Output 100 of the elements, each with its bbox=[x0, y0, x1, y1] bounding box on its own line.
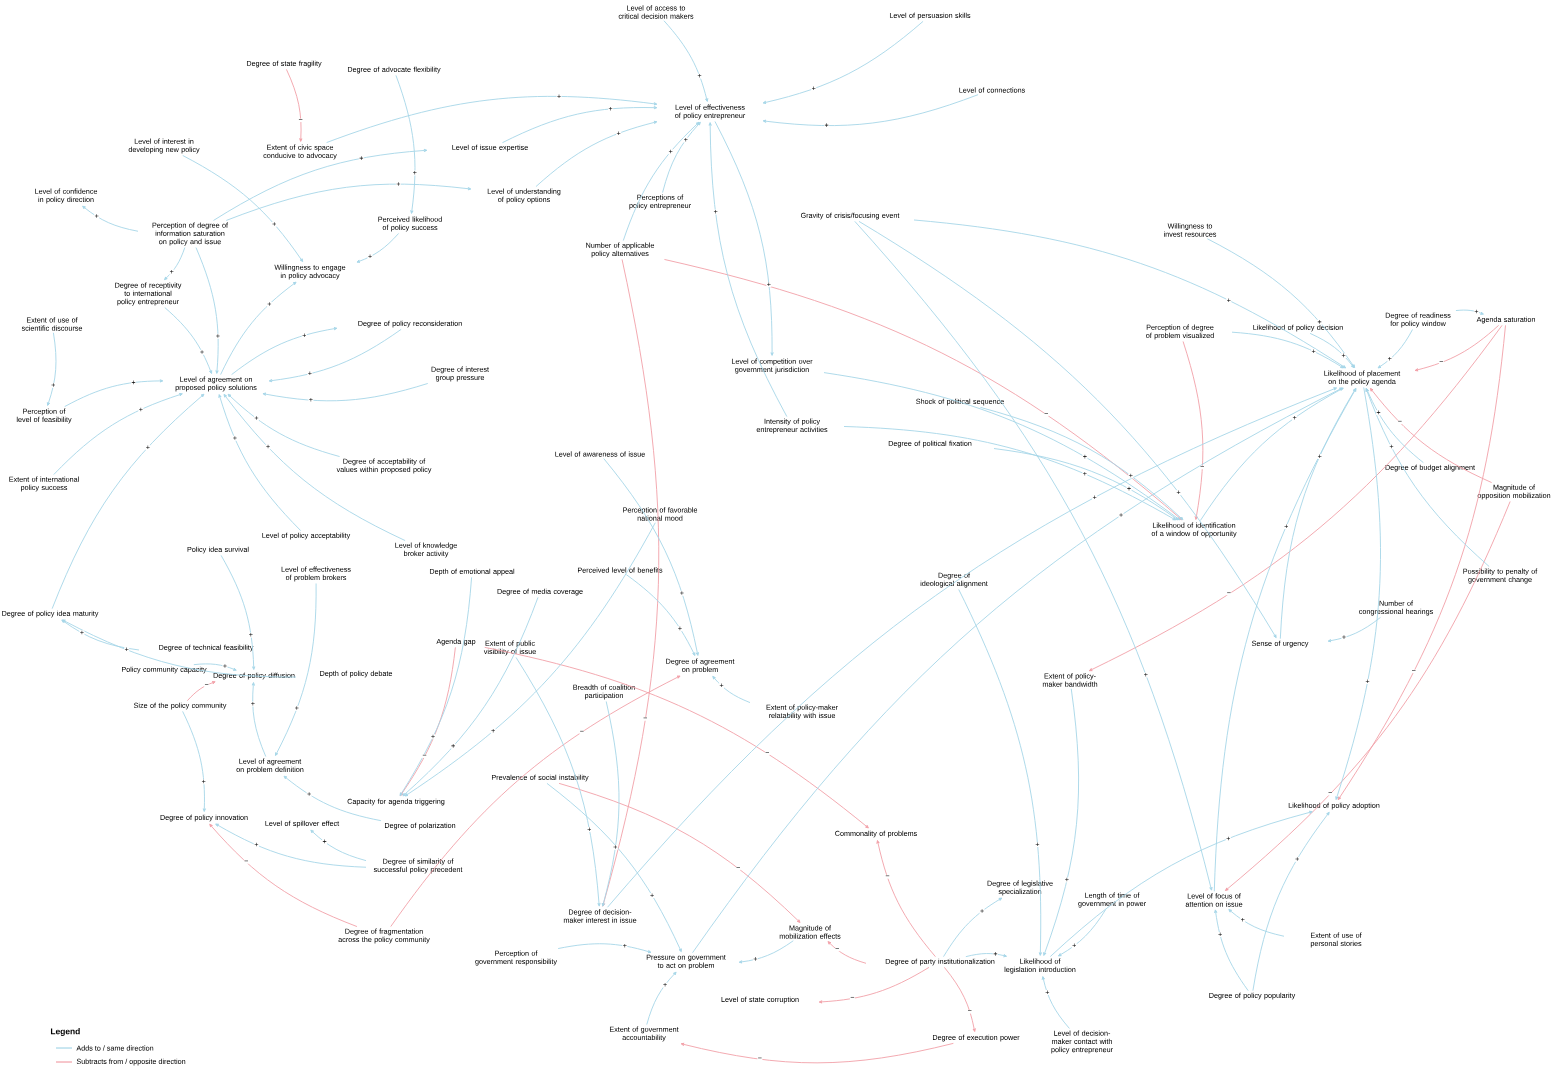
arrow bbox=[268, 328, 402, 383]
arrow bbox=[1214, 909, 1249, 992]
arrow bbox=[607, 387, 1338, 908]
arrow bbox=[1327, 617, 1381, 643]
arrow bbox=[858, 220, 1277, 639]
arrow bbox=[546, 782, 682, 953]
arrow bbox=[51, 393, 205, 610]
arrow bbox=[965, 953, 1007, 958]
arrow bbox=[193, 663, 237, 671]
arrow bbox=[738, 940, 794, 964]
arrow bbox=[943, 966, 976, 1032]
arrow bbox=[225, 183, 472, 221]
arrow bbox=[712, 675, 751, 704]
arrow bbox=[535, 120, 658, 187]
arrow bbox=[913, 219, 1347, 369]
arrow bbox=[223, 393, 406, 541]
arrow bbox=[823, 372, 1181, 521]
arrow bbox=[182, 710, 206, 812]
arrow bbox=[1043, 688, 1080, 956]
arrow bbox=[762, 20, 924, 104]
arrow bbox=[622, 121, 700, 241]
arrow bbox=[220, 281, 297, 375]
arrow bbox=[708, 122, 788, 417]
arrow bbox=[1366, 388, 1424, 464]
arrow bbox=[262, 383, 429, 402]
arrow bbox=[215, 823, 367, 868]
arrow bbox=[220, 554, 256, 670]
arrow bbox=[164, 247, 186, 281]
arrow bbox=[1213, 388, 1357, 892]
arrow bbox=[1369, 387, 1493, 483]
arrow bbox=[399, 646, 456, 797]
arrow bbox=[1309, 332, 1355, 369]
arrow bbox=[502, 106, 658, 144]
arrow bbox=[876, 840, 936, 958]
arrow bbox=[218, 394, 302, 532]
arrow bbox=[958, 589, 1042, 956]
arrow bbox=[404, 522, 656, 797]
arrow bbox=[227, 393, 341, 457]
arrow bbox=[1365, 388, 1490, 567]
arrow bbox=[195, 247, 219, 374]
arrow bbox=[390, 675, 681, 927]
arrow bbox=[762, 94, 979, 126]
arrow bbox=[356, 233, 400, 263]
arrow bbox=[402, 596, 539, 797]
arrow bbox=[680, 1042, 954, 1064]
arrow bbox=[843, 426, 1177, 521]
arrow bbox=[854, 220, 1213, 891]
arrow bbox=[601, 701, 620, 907]
arrow bbox=[603, 458, 699, 656]
arrow bbox=[1231, 331, 1344, 369]
arrow bbox=[209, 823, 358, 927]
arrow bbox=[395, 74, 416, 214]
arrow bbox=[484, 646, 869, 829]
arrow bbox=[1414, 324, 1500, 372]
arrow bbox=[53, 393, 183, 475]
arrow bbox=[1279, 388, 1357, 640]
arrow bbox=[818, 966, 930, 1004]
arrow bbox=[1088, 324, 1503, 672]
arrow bbox=[827, 941, 867, 964]
arrow bbox=[1252, 811, 1330, 992]
arrow bbox=[1335, 387, 1381, 801]
arrow bbox=[186, 681, 216, 702]
arrow bbox=[1182, 341, 1204, 520]
arrow bbox=[1455, 309, 1484, 315]
arrow bbox=[646, 971, 677, 1025]
arrow bbox=[213, 148, 428, 221]
arrow bbox=[61, 619, 140, 651]
arrow bbox=[275, 583, 317, 756]
arrow bbox=[663, 20, 709, 102]
arrow bbox=[286, 68, 303, 142]
arrow bbox=[993, 448, 1179, 521]
arrow bbox=[231, 327, 338, 375]
arrow bbox=[251, 682, 267, 757]
arrow bbox=[62, 619, 297, 678]
arrow bbox=[557, 943, 652, 954]
arrow bbox=[1199, 387, 1344, 521]
arrow bbox=[714, 121, 774, 356]
arrow bbox=[662, 121, 701, 193]
arrow bbox=[1377, 329, 1413, 369]
arrow bbox=[692, 387, 1343, 954]
arrow bbox=[1224, 501, 1511, 891]
arrow bbox=[980, 406, 1184, 521]
arrow bbox=[46, 332, 57, 406]
arrow bbox=[310, 829, 367, 862]
arrow bbox=[625, 574, 696, 656]
arrow bbox=[82, 205, 139, 232]
arrow bbox=[1337, 324, 1506, 801]
arrow bbox=[515, 657, 601, 907]
arrow bbox=[1049, 810, 1313, 957]
arrow bbox=[558, 782, 801, 923]
arrow bbox=[182, 155, 304, 263]
arrow bbox=[399, 576, 473, 797]
arrow bbox=[664, 259, 1183, 521]
arrow bbox=[1041, 976, 1070, 1029]
arrow bbox=[64, 379, 164, 407]
arrow bbox=[283, 775, 382, 822]
arrow bbox=[1206, 238, 1356, 369]
arrow bbox=[164, 307, 213, 374]
arrow bbox=[1057, 909, 1107, 957]
arrow bbox=[326, 96, 658, 143]
